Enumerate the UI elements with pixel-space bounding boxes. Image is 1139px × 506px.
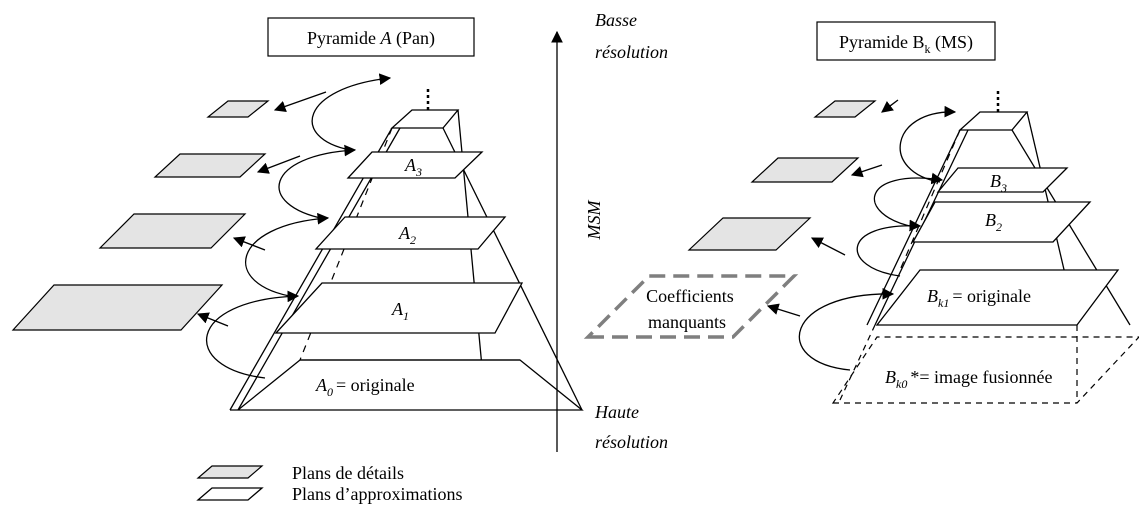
arrow-detail-a2 [256,155,301,174]
label-a2: A2 [398,223,416,247]
detail-plane-a3 [206,100,270,118]
detail-plane-b3 [813,100,877,118]
legend-details-label: Plans de détails [292,463,404,483]
legend-details-swatch [196,465,264,479]
right-pyramid-title-box [816,21,996,61]
arrow-detail-b3 [881,99,899,113]
plane-b2 [911,201,1092,243]
plane-b3 [936,167,1069,193]
detail-plane-b2 [750,157,860,183]
left-pyramid-title: Pyramide A (Pan) [307,28,435,49]
detail-plane-a2 [153,153,267,178]
detail-plane-b1 [687,217,812,251]
loop-a1 [244,212,330,298]
loop-b3 [899,105,957,183]
loop-b2 [873,172,944,228]
detail-plane-a0 [11,284,224,331]
arrow-detail-b2 [850,164,883,178]
label-a1: A1 [391,299,409,323]
loop-a2 [278,144,357,220]
label-b3: B3 [990,171,1007,195]
legend-approx-label: Plans d’approximations [292,484,462,504]
left-pyramid-apex-plane [390,109,460,129]
right-pyramid-left-edge-lower [839,324,876,401]
right-pyramid-hidden-edge [899,129,961,271]
axis-bottom-line2: résolution [595,432,668,452]
plane-a3 [346,151,484,179]
left-pyramid-title-box [267,17,475,57]
arrow-detail-a3 [273,91,327,113]
left-pyramid-right-edge [442,127,583,411]
arrow-detail-b1 [810,237,846,256]
legend: Plans de détails Plans d’approximations [196,463,462,504]
plane-a2 [314,216,507,250]
left-pyramid: Pyramide A (Pan) A3 A2 A1 A0= originale [11,17,584,411]
legend-approx-swatch [196,487,264,501]
plane-b1 [875,269,1120,326]
loop-a3 [311,73,392,151]
loop-bk0 [798,287,895,371]
resolution-axis: Basse résolution MSM Haute résolution [551,10,668,452]
right-pyramid-right-edge [1011,129,1131,326]
axis-top-line1: Basse [595,10,637,30]
detail-plane-a1 [98,213,247,249]
plane-a1 [274,282,524,334]
missing-coefficients-plane [583,274,799,339]
label-a0: A0= originale [315,375,415,399]
missing-coefficients-line2: manquants [648,312,726,332]
label-a3: A3 [404,155,422,179]
arrow-detail-a1 [232,236,266,251]
label-bk0: Bk0*= image fusionnée [885,367,1052,391]
arrow-detail-a0 [196,312,229,327]
right-pyramid-title: Pyramide Bk (MS) [839,32,973,56]
loop-a0 [206,290,300,379]
axis-middle-label: MSM [584,200,604,241]
label-b2: B2 [985,210,1002,234]
loop-b1 [856,219,922,277]
missing-coefficients-line1: Coefficients [646,286,734,306]
arrow-missing [766,303,801,317]
axis-top-line2: résolution [595,42,668,62]
label-bk1: Bk1= originale [927,286,1031,310]
axis-bottom-line1: Haute [594,402,639,422]
right-pyramid: Pyramide Bk (MS) B3 B2 Bk1= originale Bk… [583,21,1139,404]
right-pyramid-apex-plane [958,111,1029,131]
